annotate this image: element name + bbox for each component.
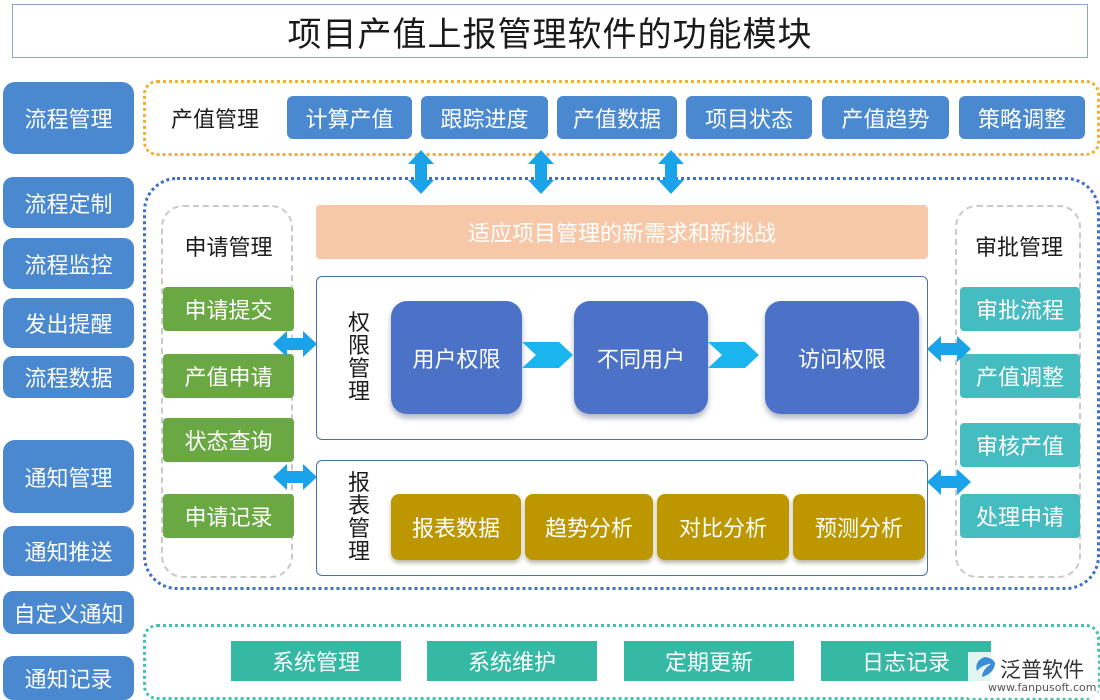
banner: 适应项目管理的新需求和新挑战 [316,205,928,259]
horizontal-arrow-permission-approve [927,336,971,362]
horizontal-arrow-apply-report [273,464,317,490]
logo-name: 泛普软件 [1000,658,1084,682]
system-management-button[interactable]: 系统管理 [231,641,401,681]
system-frame [143,624,1100,700]
output-value-frame [143,80,1100,156]
user-permission-button[interactable]: 用户权限 [391,301,522,414]
sidebar-item-notification-push[interactable]: 通知推送 [3,526,134,576]
sidebar-item-custom-notification[interactable]: 自定义通知 [3,591,134,634]
sidebar-item-process-monitoring[interactable]: 流程监控 [3,238,134,289]
sidebar-item-notification-management[interactable]: 通知管理 [3,440,134,513]
report-data-button[interactable]: 报表数据 [391,494,521,560]
chevron-arrow-1 [522,342,573,368]
logo: 泛普软件 www.fanpusoft.com [968,652,1098,698]
calculate-output-button[interactable]: 计算产值 [287,96,412,139]
different-users-button[interactable]: 不同用户 [574,301,708,414]
core-module-frame [143,177,1100,590]
logo-icon [976,657,995,678]
project-status-button[interactable]: 项目状态 [686,96,812,139]
track-progress-button[interactable]: 跟踪进度 [421,96,548,139]
chevron-arrow-2 [708,342,759,368]
output-data-button[interactable]: 产值数据 [557,96,677,139]
vertical-arrow-3 [658,150,684,194]
status-query-button[interactable]: 状态查询 [163,418,294,462]
sidebar-item-notification-records[interactable]: 通知记录 [3,656,134,700]
vertical-arrow-1 [408,150,434,194]
horizontal-arrow-apply-permission [273,331,317,357]
output-apply-button[interactable]: 产值申请 [163,354,294,398]
log-records-button[interactable]: 日志记录 [821,641,991,681]
logo-url: www.fanpusoft.com [988,681,1097,694]
output-trend-button[interactable]: 产值趋势 [822,96,949,139]
apply-management-label: 申请管理 [184,236,273,261]
approve-column [955,205,1081,578]
sidebar-item-process-management[interactable]: 流程管理 [3,82,134,154]
compare-analysis-button[interactable]: 对比分析 [657,494,789,560]
apply-submit-button[interactable]: 申请提交 [163,287,294,331]
system-maintenance-button[interactable]: 系统维护 [427,641,597,681]
regular-update-button[interactable]: 定期更新 [624,641,794,681]
approve-process-button[interactable]: 审批流程 [960,287,1080,331]
approve-management-label: 审批管理 [974,236,1063,261]
output-adjust-button[interactable]: 产值调整 [960,354,1080,398]
sidebar-item-send-reminder[interactable]: 发出提醒 [3,298,134,348]
trend-analysis-button[interactable]: 趋势分析 [525,494,653,560]
vertical-arrow-2 [528,150,554,194]
horizontal-arrow-report-approve [927,469,971,495]
sidebar-item-process-data[interactable]: 流程数据 [3,356,134,398]
sidebar-item-process-customization[interactable]: 流程定制 [3,177,134,228]
strategy-adjust-button[interactable]: 策略调整 [959,96,1085,139]
forecast-analysis-button[interactable]: 预测分析 [793,494,925,560]
access-permission-button[interactable]: 访问权限 [765,301,919,414]
apply-records-button[interactable]: 申请记录 [163,494,294,538]
page-title: 项目产值上报管理软件的功能模块 [12,4,1088,58]
handle-apply-button[interactable]: 处理申请 [960,494,1080,538]
review-output-button[interactable]: 审核产值 [960,423,1080,467]
report-management-label: 报表管理 [347,471,370,565]
output-value-label: 产值管理 [170,107,259,133]
permission-management-label: 权限管理 [347,311,370,405]
